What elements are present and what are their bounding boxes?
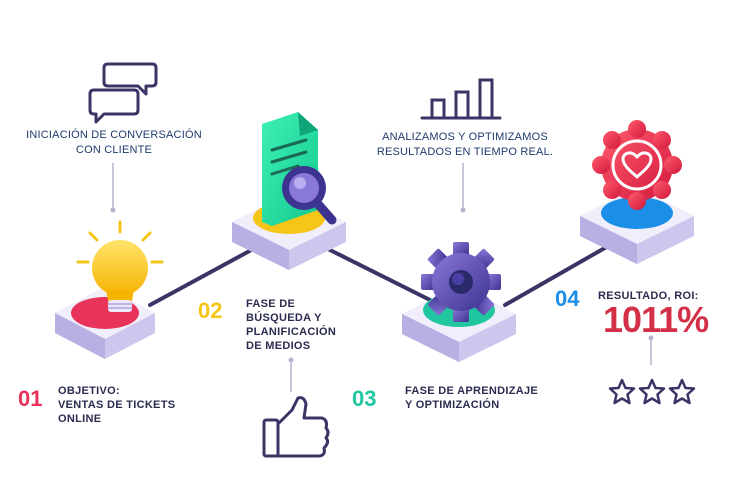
step-3-number: 03 (352, 386, 377, 411)
document-search-icon (262, 112, 337, 226)
step-4-number: 04 (555, 286, 580, 311)
rating-stars (608, 378, 696, 405)
step-1-title: OBJETIVO: VENTAS DE TICKETS ONLINE (58, 384, 208, 426)
step-3-title: FASE DE APRENDIZAJE Y OPTIMIZACIÓN (405, 384, 585, 412)
step-2-number: 02 (198, 298, 223, 323)
platform-4 (580, 188, 694, 264)
star-icon (668, 378, 696, 405)
step-2-title-line-4: DE MEDIOS (246, 340, 311, 352)
step-1-title-line-1: OBJETIVO: (58, 385, 120, 397)
gear-icon (421, 242, 501, 322)
bar-chart-icon (420, 78, 502, 120)
connector-1-2 (148, 246, 257, 307)
heart-badge-icon (592, 120, 682, 210)
connector-3-4 (503, 243, 612, 307)
step-2-title-line-3: PLANIFICACIÓN (246, 326, 337, 338)
step-2-title-line-2: BÚSQUEDA Y (246, 312, 322, 324)
caption-conversation: INICIACIÓN DE CONVERSACIÓN CON CLIENTE (18, 128, 210, 158)
thumbs-up-icon (262, 396, 330, 458)
star-icon (608, 378, 636, 405)
step-4-title: RESULTADO, ROI: (598, 290, 699, 302)
caption-conversation-line-1: INICIACIÓN DE CONVERSACIÓN (26, 129, 202, 141)
step-1-title-line-2: VENTAS DE TICKETS (58, 399, 176, 411)
step-2-title-line-1: FASE DE (246, 298, 296, 310)
lightbulb-icon (76, 220, 164, 312)
step-1-number: 01 (18, 386, 43, 411)
step-3-title-line-1: FASE DE APRENDIZAJE (405, 385, 539, 397)
step-1-title-line-3: ONLINE (58, 413, 102, 425)
caption-analysis-line-1: ANALIZAMOS Y OPTIMIZAMOS (382, 131, 548, 143)
roi-value: 1011% (603, 299, 709, 340)
chat-bubbles-icon (88, 62, 158, 124)
caption-analysis: ANALIZAMOS Y OPTIMIZAMOS RESULTADOS EN T… (372, 130, 558, 160)
star-icon (638, 378, 666, 405)
caption-conversation-line-2: CON CLIENTE (75, 144, 153, 156)
step-3-title-line-2: Y OPTIMIZACIÓN (405, 399, 500, 411)
caption-analysis-line-2: RESULTADOS EN TIEMPO REAL. (376, 146, 554, 158)
step-2-title: FASE DE BÚSQUEDA Y PLANIFICACIÓN DE MEDI… (246, 297, 376, 353)
leader-lines (110, 163, 654, 392)
platform-1 (55, 287, 155, 359)
connector-2-3 (318, 243, 442, 307)
connector-lines (148, 243, 612, 307)
